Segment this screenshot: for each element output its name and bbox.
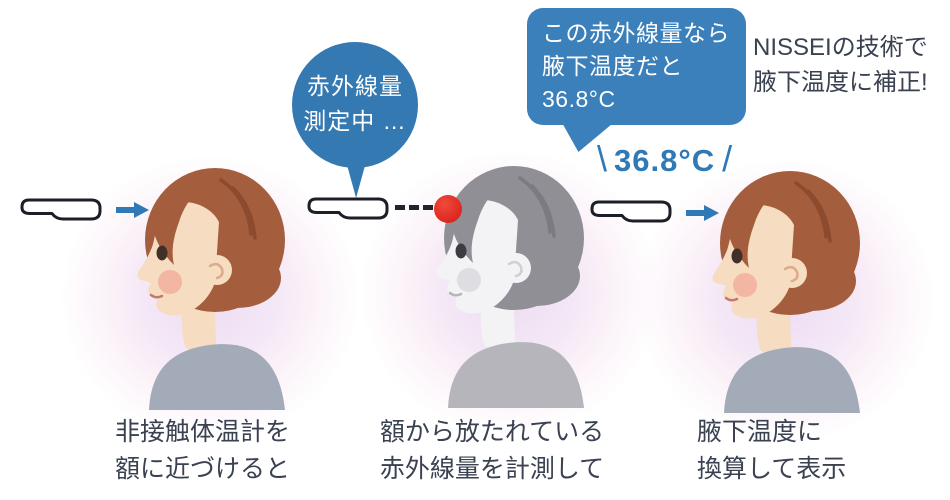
infrared-beam-icon xyxy=(395,205,433,210)
caption-step2-line2: 赤外線量を計測して xyxy=(379,455,605,483)
tech-note-line1: NISSEIの技術で xyxy=(753,34,928,61)
caption-step2: 額から放たれている 赤外線量を計測して xyxy=(368,414,616,488)
measuring-bubble-line2: 測定中 … xyxy=(303,108,407,134)
caption-step1-line1: 非接触体温計を xyxy=(114,418,290,446)
caption-step2-line1: 額から放たれている xyxy=(379,418,605,446)
temperature-reading: \ 36.8°C / xyxy=(597,139,732,183)
emphasis-right-mark: / xyxy=(722,138,733,179)
thermometer-icon xyxy=(18,196,106,223)
result-bubble-line2: 腋下温度だと xyxy=(542,53,683,79)
arrow-right-icon xyxy=(686,203,720,223)
emphasis-left-mark: \ xyxy=(597,138,608,179)
result-bubble-line1: この赤外線量なら xyxy=(542,20,730,46)
thermometer-icon xyxy=(305,195,393,222)
thermometer-icon xyxy=(588,198,676,225)
caption-step3-line2: 換算して表示 xyxy=(697,455,847,483)
tech-note-line2: 腋下温度に補正! xyxy=(753,69,928,96)
person-profile-illustration-left xyxy=(125,162,295,410)
temperature-value: 36.8°C xyxy=(614,143,716,178)
person-profile-illustration-right xyxy=(700,165,870,413)
measure-spot-icon xyxy=(434,195,462,223)
result-bubble: この赤外線量なら 腋下温度だと 36.8°C xyxy=(527,8,746,125)
caption-step1: 非接触体温計を 額に近づけると xyxy=(95,414,310,488)
result-bubble-line3: 36.8°C xyxy=(542,86,616,112)
caption-step1-line2: 額に近づけると xyxy=(114,455,290,483)
tech-note: NISSEIの技術で 腋下温度に補正! xyxy=(753,30,928,100)
caption-step3: 腋下温度に 換算して表示 xyxy=(697,414,917,488)
measuring-bubble: 赤外線量 測定中 … xyxy=(292,42,418,168)
arrow-right-icon xyxy=(116,200,150,220)
caption-step3-line1: 腋下温度に xyxy=(697,418,823,446)
measuring-bubble-line1: 赤外線量 xyxy=(307,73,403,99)
